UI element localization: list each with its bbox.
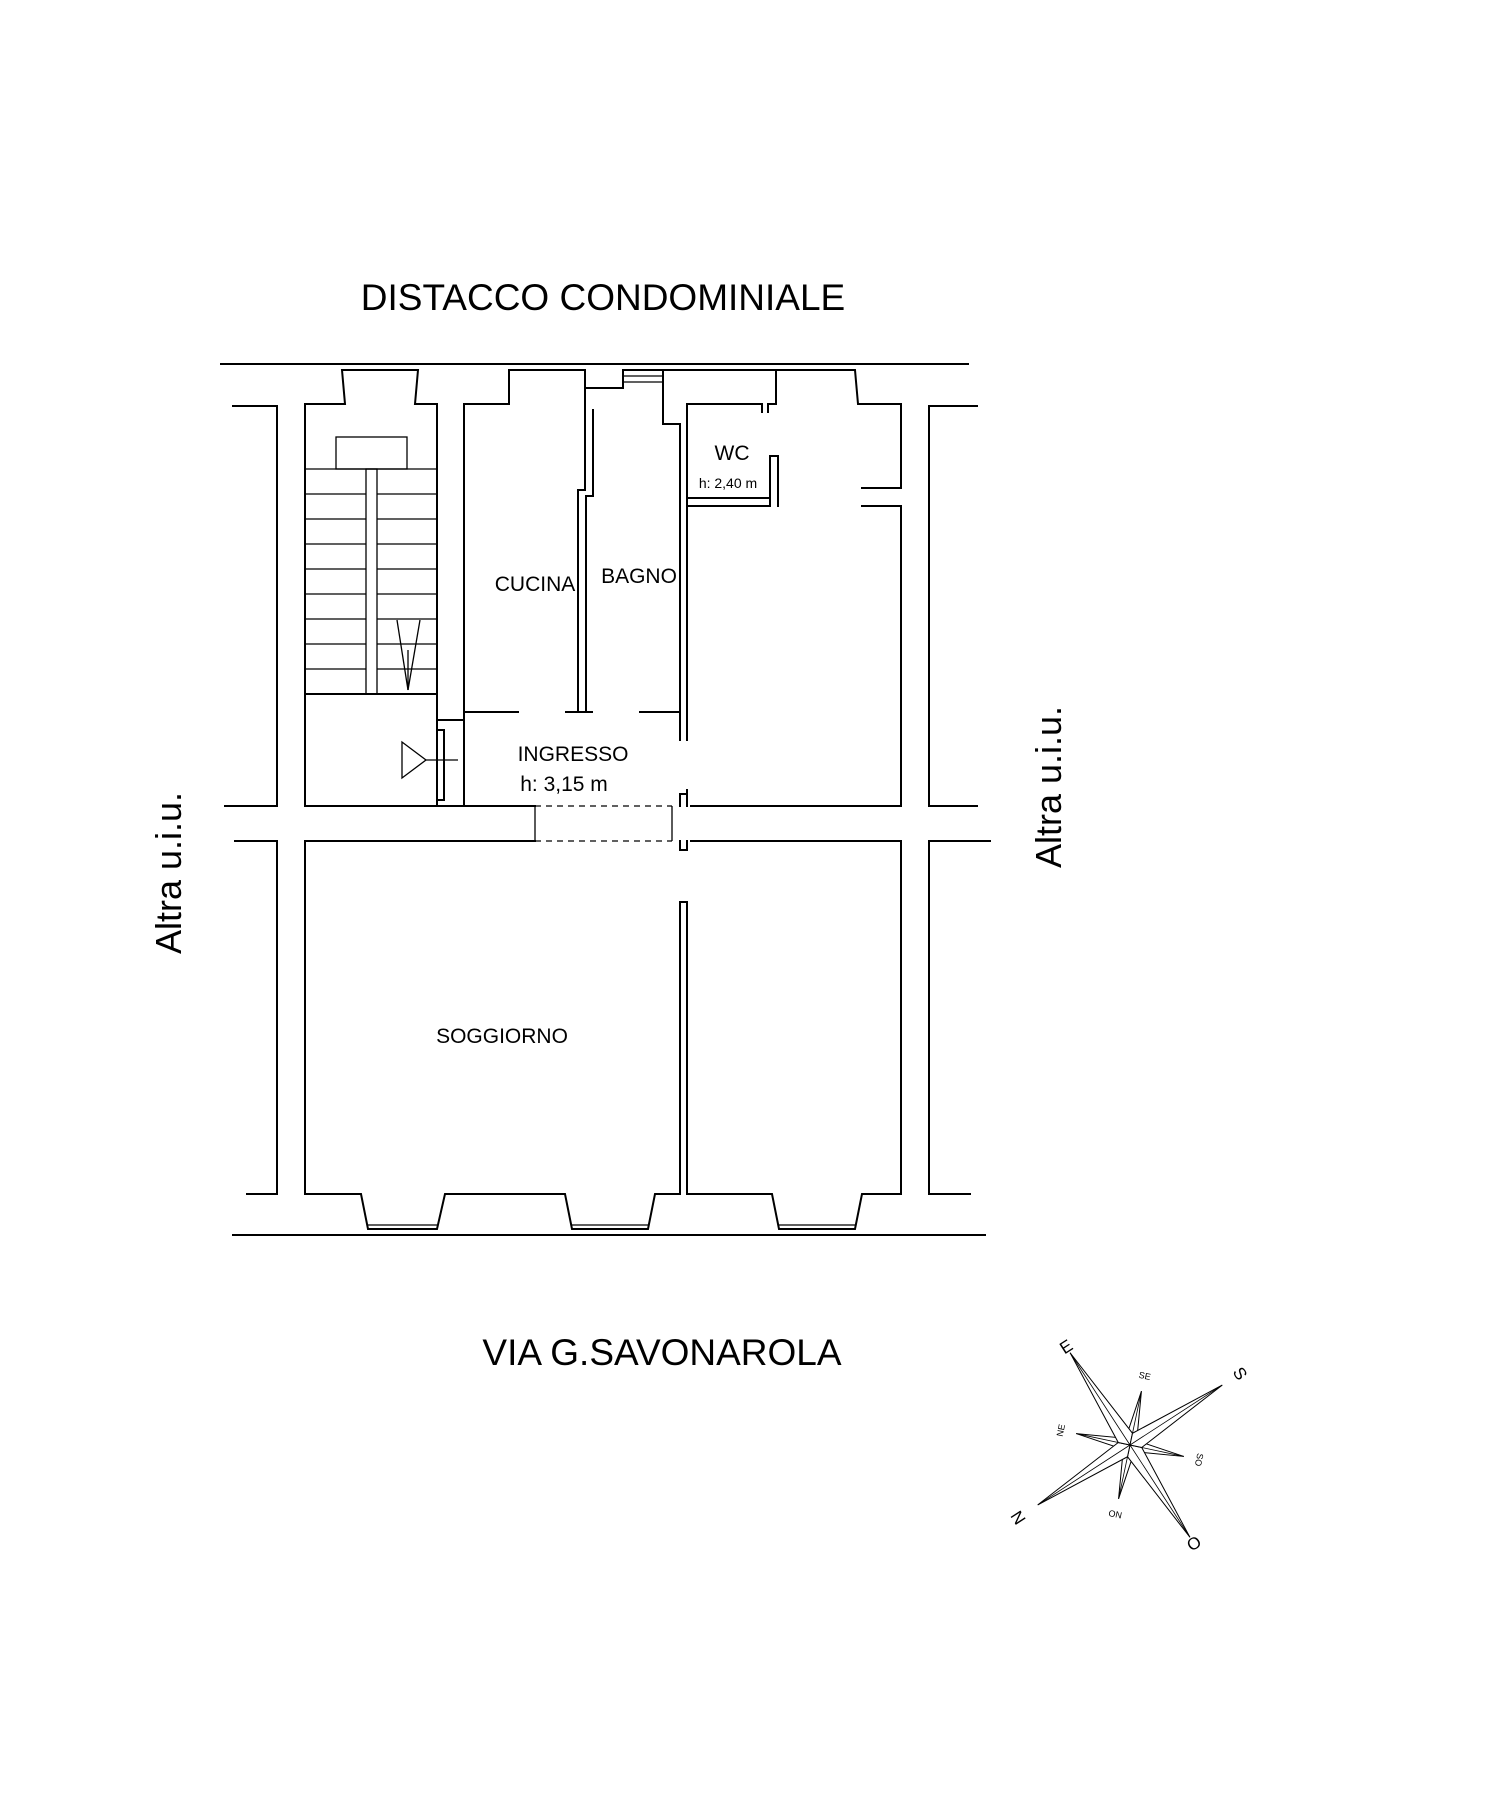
room-label-cucina: CUCINA xyxy=(495,573,576,596)
compass-arm-axis xyxy=(1037,1444,1131,1506)
room-label-soggiorno: SOGGIORNO xyxy=(436,1025,568,1048)
compass-label: NE xyxy=(1055,1423,1067,1437)
compass-arm-axis xyxy=(1129,1384,1223,1446)
right-neighbor-label: Altra u.i.u. xyxy=(1028,706,1069,868)
compass-label: N xyxy=(1007,1507,1030,1528)
bottom-street-label: VIA G.SAVONAROLA xyxy=(482,1332,841,1373)
outer-walls xyxy=(220,363,991,1236)
left-neighbor-label: Altra u.i.u. xyxy=(148,792,189,954)
compass-label: SO xyxy=(1193,1452,1205,1467)
room-label-bagno: BAGNO xyxy=(601,565,677,588)
interior-walls xyxy=(304,403,779,1195)
compass-label: S xyxy=(1229,1364,1251,1384)
compass-arm-axis xyxy=(1129,1444,1191,1538)
room-label-ingresso: INGRESSO xyxy=(518,743,629,766)
room-height-wc: h: 2,40 m xyxy=(699,475,757,491)
entrance-symbol xyxy=(401,740,458,780)
stair-arrow xyxy=(396,619,421,691)
compass-label: O xyxy=(1183,1532,1204,1555)
floor-plan: DISTACCO CONDOMINIALE VIA G.SAVONAROLA A… xyxy=(148,277,1251,1555)
compass-arm-axis xyxy=(1069,1352,1131,1446)
room-label-wc: WC xyxy=(715,442,750,465)
compass-label: SE xyxy=(1138,1370,1152,1382)
top-street-label: DISTACCO CONDOMINIALE xyxy=(361,277,845,318)
compass-label: E xyxy=(1056,1336,1076,1358)
compass-label: NO xyxy=(1108,1508,1123,1521)
room-height-ingresso: h: 3,15 m xyxy=(520,773,608,796)
staircase xyxy=(305,403,438,721)
